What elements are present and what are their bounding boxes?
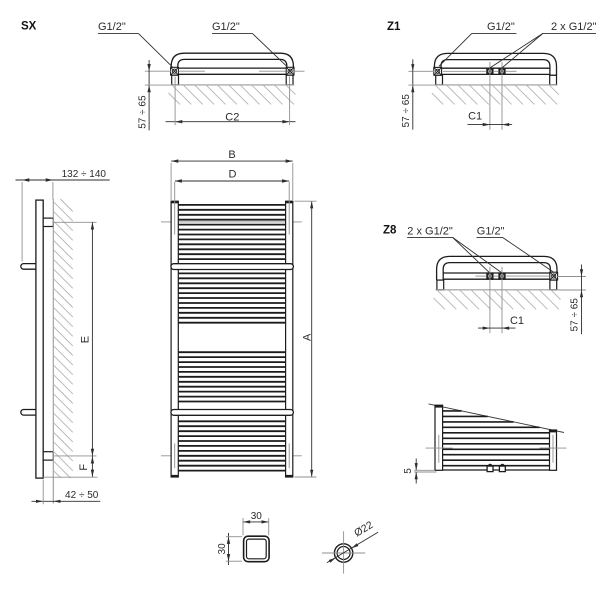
svg-text:30: 30 [251, 511, 263, 522]
svg-text:A: A [301, 333, 313, 341]
svg-text:132 ÷ 140: 132 ÷ 140 [62, 169, 107, 180]
svg-text:42 ÷ 50: 42 ÷ 50 [65, 490, 99, 501]
svg-text:57 ÷ 65: 57 ÷ 65 [137, 95, 148, 129]
svg-text:30: 30 [217, 543, 228, 555]
svg-text:D: D [229, 169, 237, 181]
svg-text:C1: C1 [510, 315, 524, 327]
svg-text:C2: C2 [225, 111, 239, 123]
svg-text:Z1: Z1 [387, 21, 401, 33]
svg-text:E: E [79, 336, 91, 343]
svg-text:G1/2": G1/2" [477, 225, 505, 237]
svg-text:F: F [78, 464, 90, 471]
svg-text:G1/2": G1/2" [98, 21, 126, 33]
svg-text:57 ÷ 65: 57 ÷ 65 [401, 94, 412, 128]
svg-text:Z8: Z8 [383, 225, 397, 237]
svg-text:57 ÷ 65: 57 ÷ 65 [570, 298, 581, 332]
svg-text:2 x G1/2": 2 x G1/2" [407, 225, 453, 237]
svg-text:5: 5 [403, 468, 414, 474]
svg-text:G1/2": G1/2" [487, 21, 515, 33]
svg-text:2 x G1/2": 2 x G1/2" [551, 21, 597, 33]
svg-text:C1: C1 [468, 111, 482, 123]
svg-text:B: B [228, 149, 235, 161]
svg-text:G1/2": G1/2" [212, 21, 240, 33]
svg-text:SX: SX [21, 21, 37, 33]
